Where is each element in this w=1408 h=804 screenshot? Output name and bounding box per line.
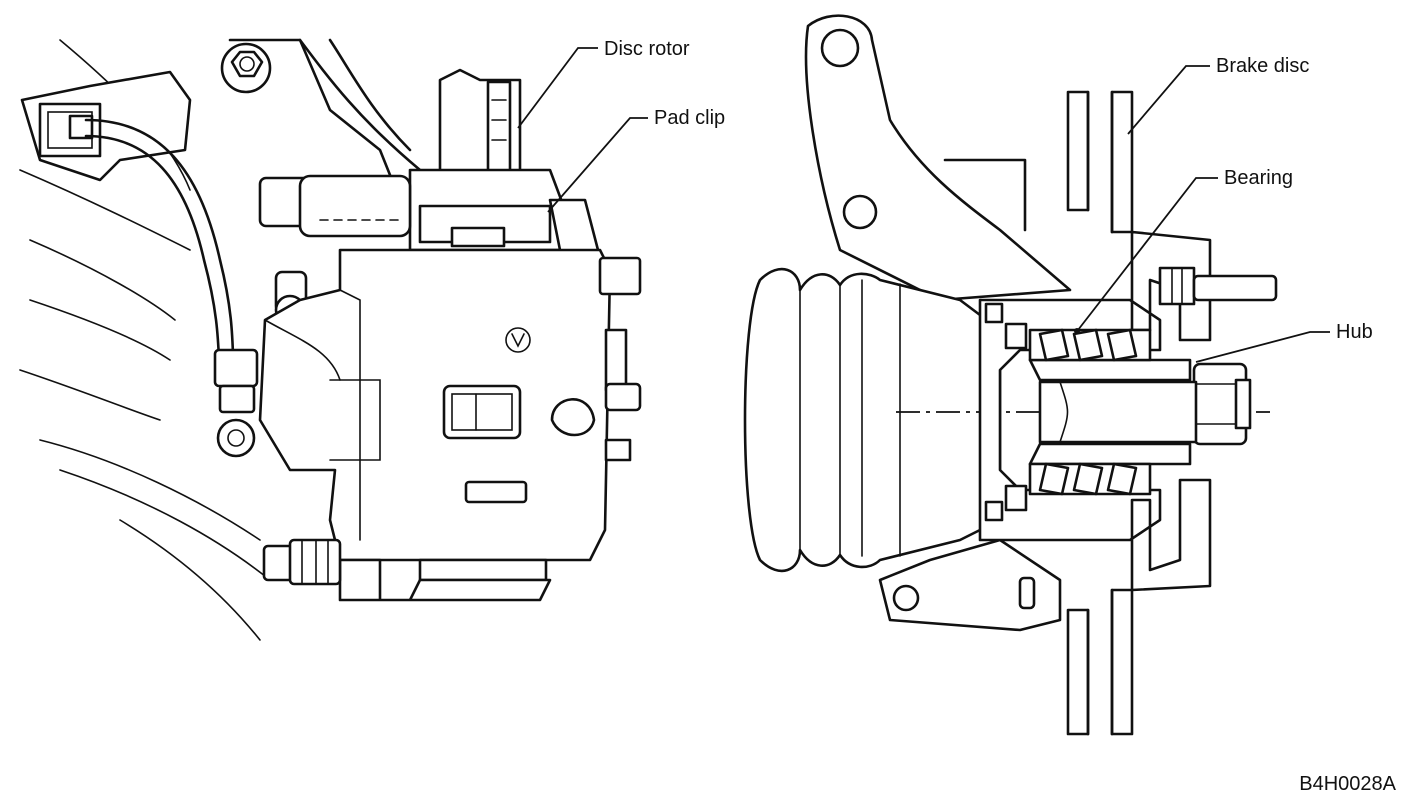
caliper-body <box>258 68 642 602</box>
caliper-view <box>19 38 642 641</box>
label-hub: Hub <box>1336 321 1373 343</box>
figure-code: B4H0028A <box>1299 773 1396 795</box>
mount-bolt <box>220 42 272 94</box>
knuckle-outline <box>19 38 422 641</box>
bearing-section <box>984 302 1152 522</box>
label-pad-clip: Pad clip <box>654 107 725 129</box>
hose-bracket <box>20 70 192 182</box>
callouts: Disc rotor Pad clip Brake disc Bearing H… <box>517 38 1397 795</box>
brake-hose <box>84 118 259 458</box>
label-bearing: Bearing <box>1224 167 1293 189</box>
label-brake-disc: Brake disc <box>1216 55 1309 77</box>
brake-disc-section <box>1066 90 1134 736</box>
hub-section-view <box>743 14 1278 736</box>
label-disc-rotor: Disc rotor <box>604 38 690 60</box>
